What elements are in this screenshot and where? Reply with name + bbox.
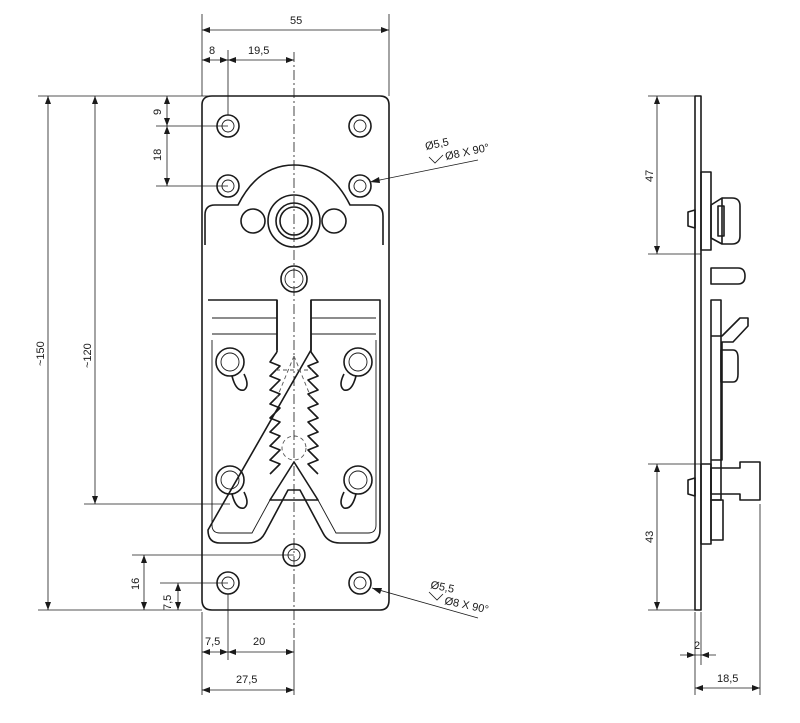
dim-bottom-27-5: 27,5 — [236, 674, 257, 686]
mounting-hole-top-right — [348, 114, 372, 138]
housing-inner-left — [211, 340, 271, 534]
dim-side-43: 43 — [644, 531, 656, 543]
boss-left — [240, 208, 266, 234]
housing-inner-right — [317, 340, 377, 534]
side-mechanism-body — [710, 299, 722, 501]
side-lower-block — [700, 463, 712, 545]
dim-side-18-5: 18,5 — [717, 673, 738, 685]
side-lower-fastener — [710, 461, 761, 501]
dim-offset-8: 8 — [209, 45, 215, 57]
mounting-hole-mid-right — [348, 174, 372, 198]
dim-bottom-20: 20 — [253, 636, 265, 648]
dim-bottom-7-5-v: 7,5 — [162, 595, 174, 610]
dim-hole-9: 9 — [152, 109, 164, 115]
side-pin-middle — [720, 349, 739, 383]
dim-bottom-7-5-h: 7,5 — [205, 636, 220, 648]
front-view — [201, 52, 390, 640]
slot — [276, 300, 312, 352]
side-upper-head — [687, 209, 696, 229]
ratchet-hidden-cone — [275, 355, 313, 401]
side-dimensions: 47 43 2 18,5 — [644, 95, 761, 695]
dim-width-55: 55 — [290, 15, 302, 27]
dim-side-47: 47 — [644, 170, 656, 182]
side-lower-base — [710, 499, 724, 541]
dim-bottom-16: 16 — [130, 578, 142, 590]
side-plate — [694, 95, 702, 611]
side-upper-fastener — [710, 197, 741, 245]
countersink-symbol-bottom — [428, 591, 444, 601]
mounting-hole-bottom-right — [348, 571, 372, 595]
side-hook — [711, 317, 749, 461]
slider-pin-upper-right — [340, 347, 373, 392]
front-dimensions: 55 8 19,5 ~150 ~120 9 18 16 7,5 — [35, 14, 490, 695]
side-lower-head — [687, 477, 696, 497]
callout-bottom-countersink: Ø8 X 90° — [443, 595, 489, 616]
slider-pin-lower-right — [340, 465, 373, 510]
dim-height-120: ~120 — [82, 343, 94, 368]
slider-pin-lower-left — [215, 465, 248, 510]
boss-right — [321, 208, 347, 234]
ratchet-tip — [269, 461, 319, 501]
callout-bottom-dia: Ø5,5 — [429, 579, 455, 596]
side-upper-block — [700, 171, 712, 251]
dim-hole-18: 18 — [152, 149, 164, 161]
dim-height-150: ~150 — [35, 341, 47, 366]
side-view — [687, 95, 761, 611]
dim-side-2: 2 — [694, 640, 700, 652]
countersink-symbol-top — [428, 154, 444, 164]
side-pin-upper — [710, 267, 746, 285]
plate-outline — [201, 95, 390, 611]
ratchet-teeth — [269, 351, 319, 475]
callout-top-dia: Ø5,5 — [424, 136, 450, 153]
callout-top-countersink: Ø8 X 90° — [444, 142, 490, 163]
dim-offset-19-5: 19,5 — [248, 45, 269, 57]
side-upper-washer — [717, 205, 725, 237]
slider-pin-upper-left — [215, 347, 248, 392]
